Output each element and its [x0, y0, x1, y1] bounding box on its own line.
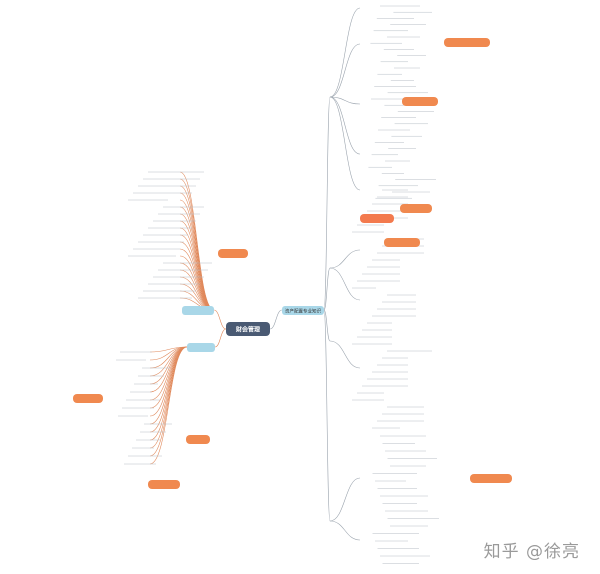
connector-line	[269, 309, 283, 330]
connector-line	[179, 206, 215, 311]
connector-line	[323, 96, 331, 311]
mindmap-leaves	[116, 5, 439, 564]
tag-box	[470, 474, 512, 483]
tag-node[interactable]	[470, 474, 512, 483]
branch-left-b[interactable]	[187, 343, 215, 352]
branch-right-main[interactable]: 资产配置专业知识	[282, 306, 324, 315]
connector-line	[323, 267, 331, 311]
connector-line	[323, 309, 331, 522]
connector-line	[149, 346, 188, 425]
connector-line	[179, 185, 215, 311]
connector-line	[329, 340, 361, 369]
connector-line	[149, 346, 188, 465]
mindmap-links	[149, 7, 361, 541]
branch-left-a-box	[182, 306, 214, 315]
tag-box	[218, 249, 248, 258]
connector-line	[214, 328, 227, 348]
connector-line	[329, 267, 361, 301]
tag-node[interactable]	[400, 204, 432, 213]
root-label: 财会管理	[235, 326, 260, 334]
connector-line	[329, 43, 361, 98]
tag-node[interactable]	[444, 38, 490, 47]
tag-box	[360, 214, 394, 223]
tag-node[interactable]	[218, 249, 248, 258]
tag-box	[384, 238, 420, 247]
tag-box	[402, 97, 438, 106]
tag-node[interactable]	[384, 238, 420, 247]
connector-line	[329, 96, 361, 105]
tag-box	[186, 435, 210, 444]
connector-line	[329, 96, 361, 191]
tag-box	[148, 480, 180, 489]
tag-box	[73, 394, 103, 403]
tag-node[interactable]	[360, 214, 394, 223]
tag-node[interactable]	[73, 394, 103, 403]
connector-line	[329, 96, 361, 155]
root-node[interactable]: 财会管理	[226, 322, 270, 336]
branch-left-b-box	[187, 343, 215, 352]
tag-box	[444, 38, 490, 47]
connector-line	[179, 178, 215, 311]
tag-node[interactable]	[402, 97, 438, 106]
branch-left-a[interactable]	[182, 306, 214, 315]
connector-line	[149, 346, 188, 449]
tag-node[interactable]	[186, 435, 210, 444]
connector-line	[329, 520, 361, 541]
connector-line	[179, 213, 215, 311]
tag-node[interactable]	[148, 480, 180, 489]
tag-box	[400, 204, 432, 213]
watermark: 知乎 @徐亮	[483, 542, 580, 562]
branch-right-main-label: 资产配置专业知识	[285, 308, 321, 315]
root-box	[226, 322, 270, 336]
connector-line	[329, 477, 361, 522]
connector-line	[179, 199, 215, 311]
connector-line	[329, 7, 361, 98]
branch-right-main-box	[282, 306, 324, 315]
connector-line	[213, 309, 227, 330]
connector-line	[323, 309, 331, 342]
connector-line	[329, 249, 361, 269]
connector-line	[149, 346, 188, 457]
connector-line	[179, 192, 215, 311]
